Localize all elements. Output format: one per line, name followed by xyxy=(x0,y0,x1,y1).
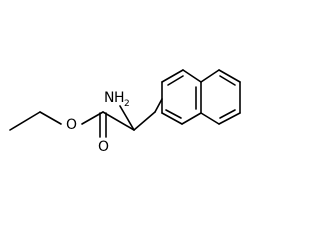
carbonyl-oxygen-label: O xyxy=(98,139,109,155)
ring-bond xyxy=(218,112,241,125)
amine-n-label: N xyxy=(104,90,114,106)
ring-double-bond xyxy=(165,109,182,119)
bond-ch3-ch2 xyxy=(9,111,41,131)
bond-alpha-ch2 xyxy=(133,111,156,131)
amine-h-label: H xyxy=(114,90,125,106)
ring-double-bond xyxy=(219,109,236,119)
ester-oxygen-label: O xyxy=(66,117,77,133)
ring-bond xyxy=(200,112,220,125)
ring-bond xyxy=(181,112,202,125)
ring-double-bond xyxy=(219,75,236,86)
bond-alpha-n xyxy=(119,105,135,131)
ring-bond xyxy=(200,69,220,83)
bond-carbonyl-alpha xyxy=(102,111,135,131)
bond-ch2-o xyxy=(39,111,62,125)
ring-double-bond xyxy=(167,75,184,86)
ring-bond xyxy=(182,69,202,83)
amine-h-count-label: 2 xyxy=(124,99,130,109)
ring-bond xyxy=(161,112,183,125)
bond-ch2-ring xyxy=(154,98,163,113)
molecule-structure-diagram: N H 2 O O xyxy=(9,69,241,155)
ring-bond xyxy=(218,69,241,83)
ring-bond xyxy=(161,69,184,83)
